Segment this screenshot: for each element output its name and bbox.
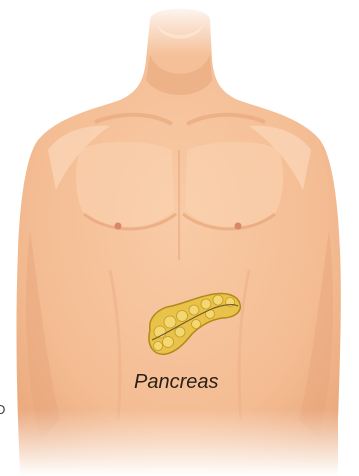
edge-letter: D bbox=[0, 402, 5, 417]
pancreas-label: Pancreas bbox=[134, 371, 219, 393]
